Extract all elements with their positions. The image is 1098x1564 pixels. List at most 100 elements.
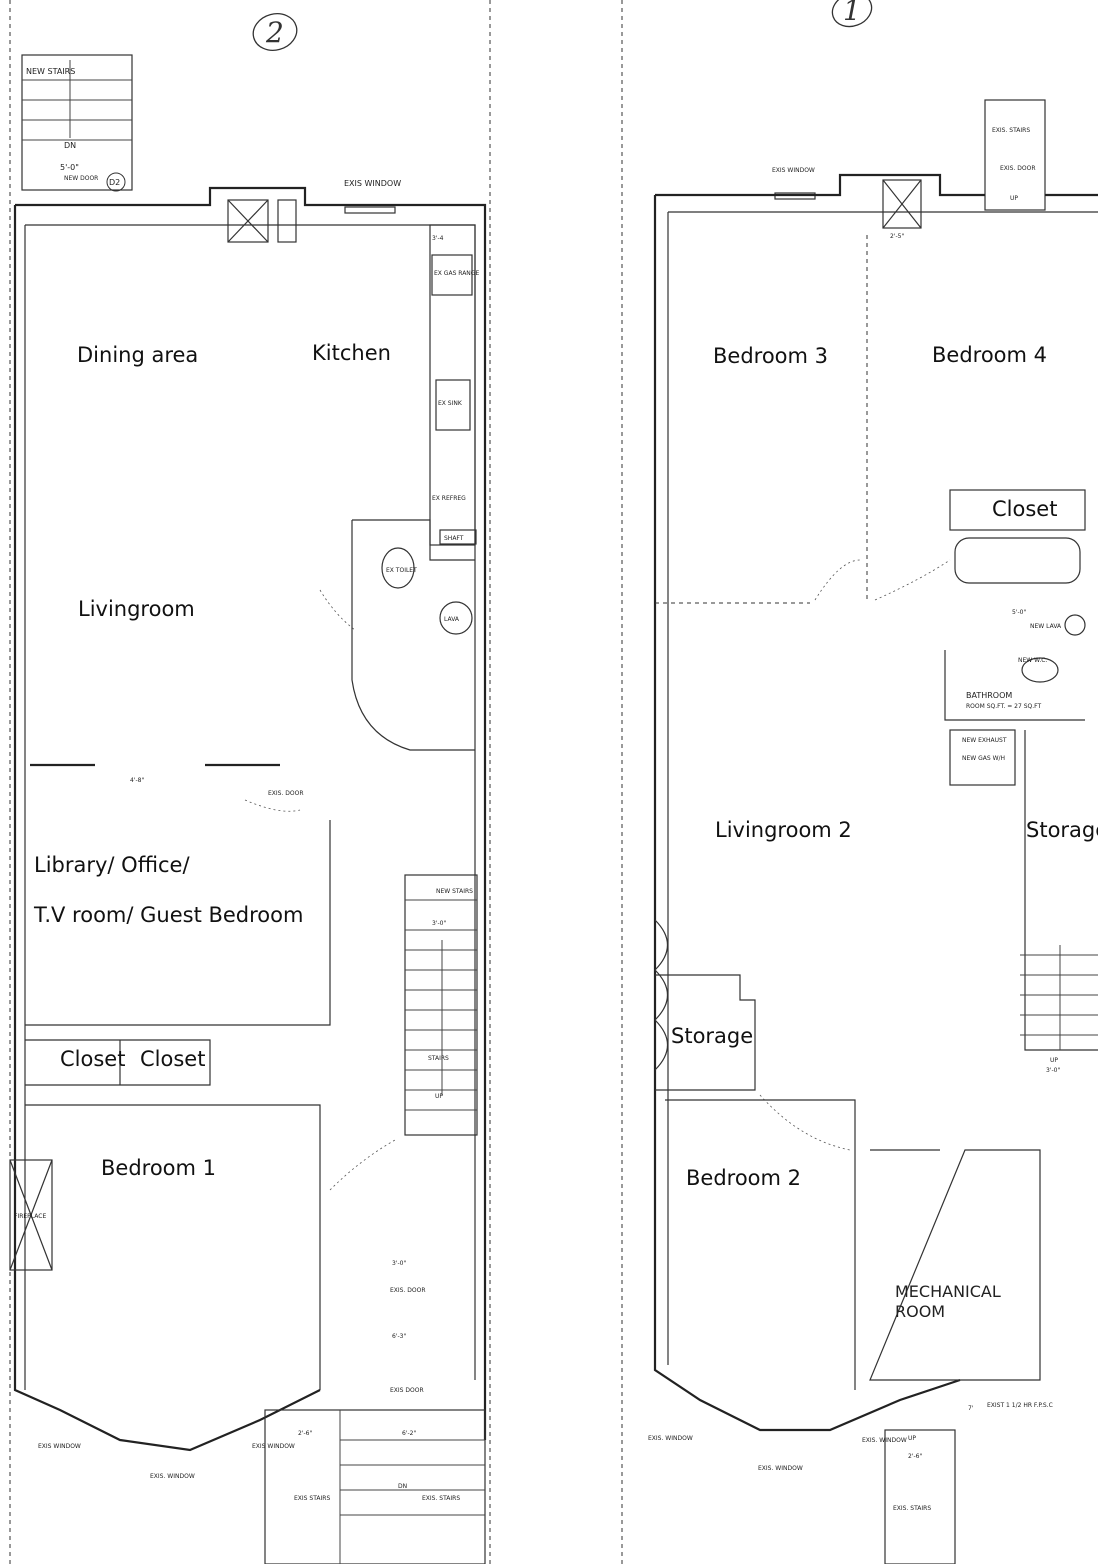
note-dn-top: DN <box>64 141 76 150</box>
right-inner-wall <box>667 211 1098 1365</box>
room-label-bedroom-3: Bedroom 3 <box>713 344 828 368</box>
note-up-top: UP <box>1010 195 1018 202</box>
closet-box <box>949 489 1086 531</box>
gas-range <box>431 254 473 296</box>
note-stairs-mid: STAIRS <box>428 1055 449 1062</box>
note-sink: EX SINK <box>438 400 463 407</box>
storage-right-wall <box>1024 730 1098 1051</box>
note-dim-4-8: 4'-8" <box>130 777 144 784</box>
note-new-lava: NEW LAVA <box>1030 623 1062 630</box>
room-label-dining-area: Dining area <box>77 343 198 367</box>
note-new-door: NEW DOOR <box>64 175 98 182</box>
kitchen-counter <box>429 224 476 546</box>
left-floor-plan: NEW STAIRS DN 5'-0" NEW DOOR D2 EXIS WIN… <box>9 54 487 1564</box>
left-top-stairs: NEW STAIRS DN 5'-0" NEW DOOR D2 <box>21 54 133 192</box>
shaft <box>439 529 477 545</box>
note-dim-7: 7' <box>968 1405 974 1412</box>
note-exis-door-low2: EXIS DOOR <box>390 1387 424 1394</box>
note-exis-window-top: EXIS WINDOW <box>344 179 401 188</box>
kitchen-sink <box>435 379 471 431</box>
note-new-stairs-top: NEW STAIRS <box>26 67 75 76</box>
sheet-number-left: 2 <box>252 13 298 51</box>
bedroom4-door-swing <box>874 559 951 601</box>
storage-left-wall <box>655 974 756 1091</box>
note-up-mid-r: UP <box>1050 1057 1058 1064</box>
left-window-top <box>344 206 396 214</box>
note-exhaust: NEW EXHAUST <box>962 737 1007 744</box>
half-bath-door-swing <box>319 589 356 631</box>
right-top-stairs <box>984 99 1046 211</box>
new-toilet <box>1021 657 1059 683</box>
room-label-livingroom-2: Livingroom 2 <box>715 818 852 842</box>
note-bathroom: BATHROOM <box>966 691 1012 700</box>
note-exis-stairs-bottom: EXIS STAIRS <box>294 1495 330 1502</box>
library-door-swing <box>244 799 301 812</box>
note-dn-bottom: DN <box>398 1483 407 1490</box>
note-dim-2-6-r: 2'-6" <box>908 1453 922 1460</box>
bedroom1-door-swing <box>329 1139 396 1191</box>
right-outer-wall-bottom <box>653 195 961 1432</box>
lava <box>439 601 473 635</box>
note-dim-2-5: 2'-5" <box>890 233 904 240</box>
note-dim-6-2: 6'-2" <box>402 1430 416 1437</box>
note-exis-door-top: EXIS. DOOR <box>1000 165 1036 172</box>
note-fireplace: FIREPLACE <box>14 1213 46 1220</box>
note-exis-door-low1: EXIS. DOOR <box>390 1287 426 1294</box>
note-exis-stairs-bottom2: EXIS. STAIRS <box>422 1495 460 1502</box>
room-label-closet-r: Closet <box>992 497 1057 521</box>
note-exis-stairs-top: EXIS. STAIRS <box>992 127 1030 134</box>
room-label-storage-left: Storage <box>671 1024 753 1048</box>
note-up-bottom-r: UP <box>908 1435 916 1442</box>
note-refreg: EX REFREG <box>432 495 466 502</box>
left-outer-wall-bottom <box>13 205 321 1452</box>
sheet-number-left-text: 2 <box>265 16 284 49</box>
room-label-mechanical-2: ROOM <box>895 1302 945 1321</box>
note-dim-3-0-low: 3'-0" <box>392 1260 406 1267</box>
room-label-library-line1: Library/ Office/ <box>34 853 190 877</box>
left-mid-stairs: NEW STAIRS 3'-0" STAIRS UP <box>404 874 478 1136</box>
note-shaft: SHAFT <box>444 535 464 542</box>
room-label-livingroom: Livingroom <box>78 597 195 621</box>
note-dim-3-4: 3'-4 <box>432 235 444 242</box>
closets-wall <box>25 1039 211 1086</box>
bedroom1-wall <box>25 1104 321 1390</box>
sheet-number-right-text: 1 <box>843 0 861 27</box>
bedroom2-door-swing <box>759 1094 851 1151</box>
right-outer-wall-top <box>655 173 1098 197</box>
room-label-library-line2: T.V room/ Guest Bedroom <box>33 903 303 927</box>
gas-wh-closet <box>949 729 1016 786</box>
note-dim-6-3: 6'-3" <box>392 1333 406 1340</box>
note-exis-window-bl-r: EXIS. WINDOW <box>648 1435 693 1442</box>
bathroom-wall <box>944 650 1085 721</box>
door-tag-d2: D2 <box>109 178 120 187</box>
note-exis-door-mid: EXIS. DOOR <box>268 790 304 797</box>
toilet <box>381 547 415 589</box>
note-up-mid: UP <box>435 1093 443 1100</box>
room-label-bedroom-4: Bedroom 4 <box>932 343 1047 367</box>
half-bath-wall <box>351 519 475 751</box>
note-exist-fpsc: EXIST 1 1/2 HR F.P.S.C <box>987 1402 1053 1409</box>
room-label-closet-b: Closet <box>140 1047 205 1071</box>
note-gas-range: EX GAS RANGE <box>434 270 479 277</box>
note-exis-window-bl: EXIS WINDOW <box>38 1443 81 1450</box>
note-new-stairs-mid: NEW STAIRS <box>436 888 473 895</box>
left-outer-wall-top <box>15 186 487 1440</box>
bedroom3-door-swing <box>814 559 861 601</box>
note-exis-stairs-bottom-r: EXIS. STAIRS <box>893 1505 931 1512</box>
right-bottom-stairs <box>884 1429 956 1564</box>
right-floor-plan: EXIS. STAIRS EXIS. DOOR UP EXIS WINDOW 2… <box>648 99 1098 1564</box>
bathtub <box>954 537 1081 584</box>
note-dim-5-0: 5'-0" <box>60 163 79 172</box>
note-bathroom-area: ROOM SQ.FT. = 27 SQ.FT <box>966 703 1042 710</box>
note-toilet: EX TOILET <box>386 567 417 574</box>
sheet-number-right: 1 <box>831 0 873 28</box>
note-lava: LAVA <box>444 616 460 623</box>
storage-left-doors <box>654 919 669 1071</box>
room-label-mechanical-1: MECHANICAL <box>895 1282 1001 1301</box>
note-exis-window-bm-r: EXIS. WINDOW <box>758 1465 803 1472</box>
right-chimney <box>882 179 922 229</box>
left-bottom-stairs: 2'-6" 6'-2" EXIS STAIRS DN EXIS. STAIRS <box>264 1409 486 1564</box>
room-label-closet-a: Closet <box>60 1047 125 1071</box>
mechanical-room-wall <box>869 1149 1041 1381</box>
note-dim-5-0-r: 5'-0" <box>1012 609 1026 616</box>
